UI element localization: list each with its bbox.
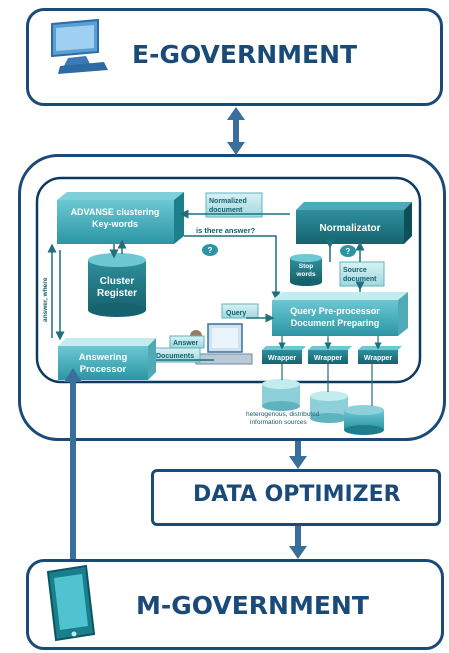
is-there-answer-label: is there answer? [196, 226, 256, 235]
wrapper-label: Wrapper [268, 355, 297, 362]
normalized-document-label-line2: document [209, 207, 243, 214]
answering-processor-label: Answering [79, 352, 128, 363]
question-badge [340, 245, 356, 257]
m-government-title: M-GOVERNMENT [136, 591, 369, 620]
advanse-clustering-block [57, 192, 184, 244]
data-source-cylinder [262, 379, 300, 411]
documents-label: Documents [156, 353, 194, 360]
monitor-icon [51, 18, 108, 74]
document-preparing-label: Document Preparing [291, 318, 380, 328]
normalized-document-note [205, 192, 263, 218]
advanse-label-line2: Key-words [92, 219, 138, 229]
sources-caption-line2: information sources [250, 419, 307, 426]
wrapper-label: Wrapper [364, 355, 393, 362]
answer-where-label: answer, where [42, 277, 49, 322]
advanse-label: ADVANSE clustering [71, 207, 160, 217]
question-mark: ? [208, 246, 213, 255]
normalizator-label: Normalizator [319, 223, 380, 234]
stop-words-label-line2: words [295, 271, 316, 278]
normalizator-block [296, 202, 412, 244]
data-source-cylinder [310, 391, 348, 423]
cluster-register-cylinder [88, 253, 146, 317]
data-source-cylinder [344, 405, 384, 435]
cluster-register-label-line2: Register [97, 288, 137, 299]
data-optimizer-title: DATA OPTIMIZER [193, 482, 401, 507]
cluster-register-label: Cluster [100, 276, 135, 287]
question-badge [202, 244, 218, 256]
answering-processor-label-line2: Processor [80, 364, 127, 375]
question-mark: ? [346, 247, 351, 256]
query-preprocessor-block [272, 292, 408, 336]
e-government-title: E-GOVERNMENT [132, 40, 358, 69]
m-government-box [26, 559, 444, 650]
source-document-label-line2: document [343, 276, 377, 283]
normalized-document-label: Normalized [209, 198, 247, 205]
query-preprocessor-label: Query Pre-processor [290, 306, 380, 316]
source-document-label: Source [343, 267, 367, 274]
data-optimizer-box [151, 469, 441, 526]
query-note [221, 303, 259, 319]
answer-label: Answer [173, 340, 199, 347]
stop-words-cylinder [290, 254, 322, 286]
query-label: Query [226, 310, 246, 317]
sources-caption: heterogenous, distributed [246, 411, 320, 418]
smartphone-icon [46, 564, 96, 642]
stop-words-label: Stop [299, 263, 313, 270]
wrapper-label: Wrapper [314, 355, 343, 362]
computer-user-illustration [190, 323, 253, 365]
